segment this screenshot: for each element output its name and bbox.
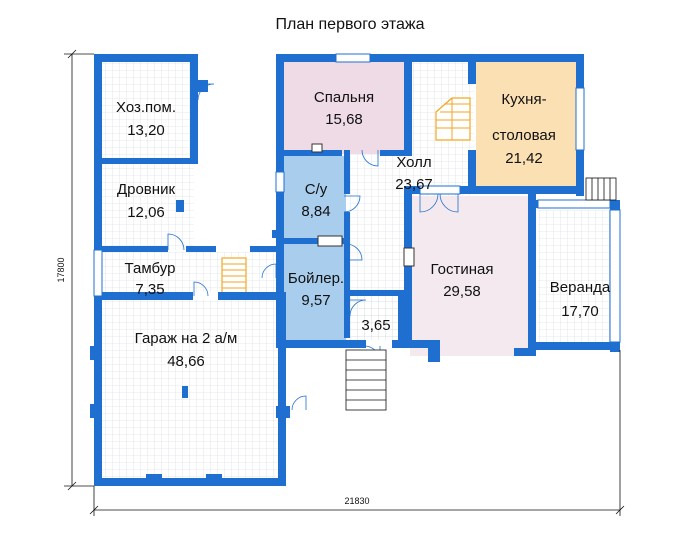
room-name: Бойлер. xyxy=(288,270,344,287)
room-area: 7,35 xyxy=(135,281,164,298)
room-area: 21,42 xyxy=(505,150,543,167)
kitchen-floor xyxy=(476,58,576,188)
room-name: Хоз.пом. xyxy=(116,99,176,116)
room-area: 9,57 xyxy=(301,292,330,309)
veranda-floor xyxy=(538,210,618,350)
plan-title: План первого этажа xyxy=(275,16,425,33)
room-name: С/у xyxy=(305,181,328,198)
room-area: 17,70 xyxy=(561,303,599,320)
room-area: 48,66 xyxy=(167,353,205,370)
room-name: Гараж на 2 а/м xyxy=(135,330,238,347)
storage-room-floor xyxy=(98,58,194,162)
fixtures xyxy=(311,143,415,267)
dimension-lines xyxy=(64,49,625,516)
walls xyxy=(90,54,620,486)
room-name: Веранда xyxy=(550,279,611,296)
room-area: столовая xyxy=(492,127,556,144)
room-area: 8,84 xyxy=(301,203,330,220)
stairs xyxy=(221,97,471,295)
height-dimension: 17800 xyxy=(56,257,66,282)
room-name: Кухня- xyxy=(501,91,546,108)
room-area: 29,58 xyxy=(443,283,481,300)
room-area: 15,68 xyxy=(325,111,363,128)
room-area: 13,20 xyxy=(127,122,165,139)
room-area: 23,67 xyxy=(395,176,433,193)
room-area: 3,65 xyxy=(361,317,390,334)
room-name: Дровник xyxy=(117,181,175,198)
room-name: Спальня xyxy=(314,89,374,106)
room-area: 12,06 xyxy=(127,204,165,221)
room-name: Холл xyxy=(396,154,431,171)
living-floor xyxy=(410,196,536,356)
entrance-steps xyxy=(345,177,617,411)
room-name: Тамбур xyxy=(125,260,176,277)
width-dimension: 21830 xyxy=(344,496,369,506)
windows xyxy=(93,53,621,343)
vestibule-floor xyxy=(98,252,278,292)
room-name: Гостиная xyxy=(431,261,494,278)
